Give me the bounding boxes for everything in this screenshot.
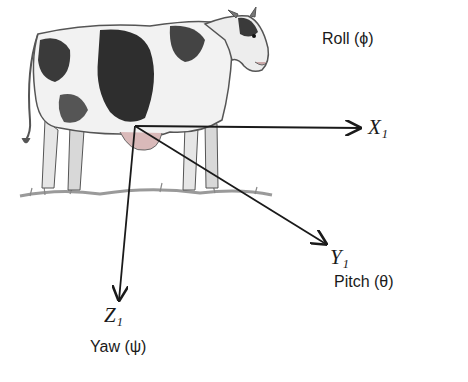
cow-muzzle xyxy=(255,62,267,65)
grass xyxy=(20,190,272,196)
z-axis xyxy=(119,126,135,300)
cow-leg xyxy=(42,120,58,188)
axis-label: Z₁ xyxy=(104,304,123,327)
cow-leg xyxy=(68,125,84,190)
cow-body xyxy=(33,22,232,137)
cow-eye xyxy=(252,34,256,38)
axis-label: X₁ xyxy=(368,116,388,139)
x-axis xyxy=(135,126,360,128)
yaw-label: Yaw (ψ) xyxy=(90,338,146,356)
roll-label: Roll (ϕ) xyxy=(322,30,374,48)
cow-leg xyxy=(205,122,218,188)
cow-head xyxy=(205,16,268,72)
cow-tail-tip xyxy=(22,138,30,143)
cow-patch xyxy=(170,26,205,62)
cow-udder xyxy=(120,132,162,150)
cow-patch xyxy=(38,38,70,82)
y-axis xyxy=(135,126,326,244)
cow-patch xyxy=(59,94,88,123)
axis-label: Y₁ xyxy=(330,246,349,269)
cow-patch xyxy=(98,29,155,121)
cow-patch xyxy=(238,18,258,37)
cow-horns xyxy=(228,7,256,18)
grass-blades xyxy=(30,183,257,196)
pitch-label: Pitch (θ) xyxy=(334,273,394,291)
